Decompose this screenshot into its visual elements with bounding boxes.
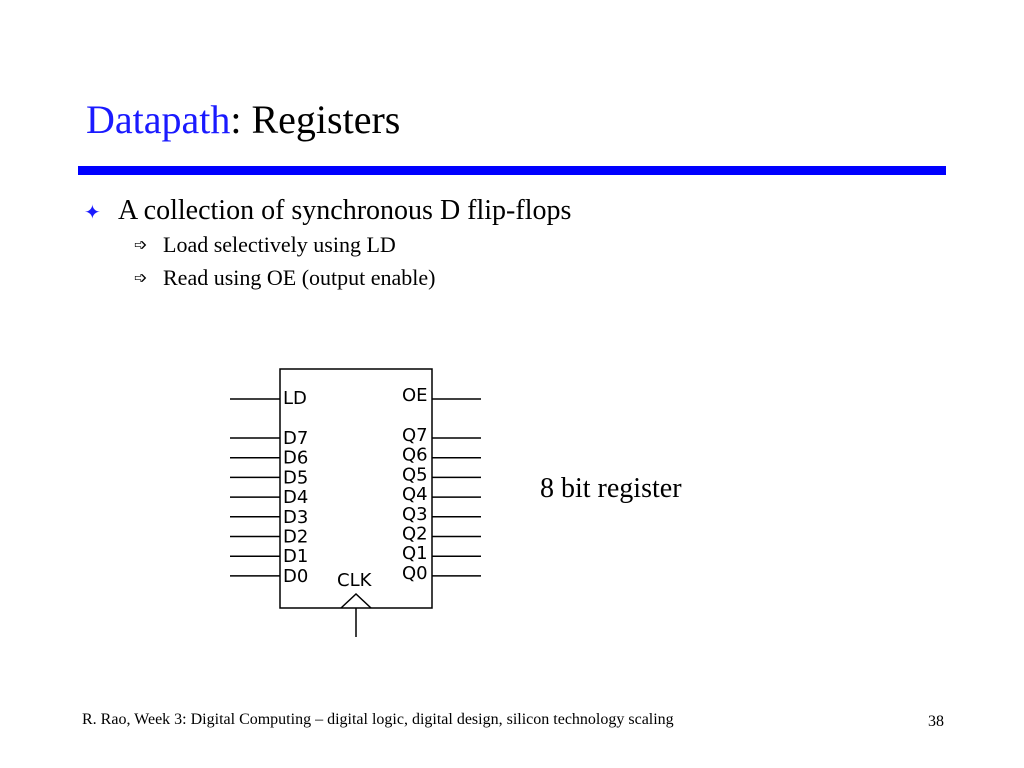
input-pin-label: D7: [283, 428, 308, 449]
input-pin-label: D2: [283, 527, 308, 548]
title-divider: [78, 166, 946, 175]
output-pin-label: Q6: [402, 445, 428, 466]
output-pin-label: Q7: [402, 425, 428, 446]
slide-footer: R. Rao, Week 3: Digital Computing – digi…: [82, 711, 674, 728]
output-pin-label: Q5: [402, 464, 428, 485]
output-pin-label: Q0: [402, 563, 428, 584]
sub-bullet-text: Load selectively using LD: [163, 232, 396, 257]
input-pin-label: D6: [283, 448, 308, 469]
input-pin-label: D5: [283, 467, 308, 488]
ld-label: LD: [283, 388, 307, 409]
page-number: 38: [928, 713, 944, 730]
arrow-right-icon: ➩: [134, 235, 148, 254]
title-accent: Datapath: [86, 97, 231, 142]
four-point-star-icon: ✦: [84, 200, 101, 224]
clk-label: CLK: [337, 570, 373, 591]
input-pin-label: D4: [283, 487, 308, 508]
input-pin-label: D0: [283, 566, 308, 587]
oe-label: OE: [402, 385, 428, 406]
clock-triangle-icon: [340, 592, 372, 609]
title-rest: : Registers: [230, 97, 401, 142]
sub-bullet-item: ➩ Load selectively using LD: [86, 228, 571, 261]
input-pin-label: D3: [283, 507, 308, 528]
arrow-right-icon: ➩: [134, 268, 148, 287]
bullet-item: ✦ A collection of synchronous D flip-flo…: [84, 194, 572, 228]
output-pin-label: Q4: [402, 484, 428, 505]
input-pin-label: D1: [283, 546, 308, 567]
bullet-text: A collection of synchronous D flip-flops: [118, 195, 572, 226]
output-pin-label: Q3: [402, 504, 428, 525]
diagram-caption: 8 bit register: [540, 473, 682, 504]
slide-title: Datapath: Registers: [86, 96, 400, 144]
output-pin-label: Q2: [402, 524, 428, 545]
bullet-list: ✦ A collection of synchronous D flip-flo…: [84, 194, 572, 294]
sub-bullet-text: Read using OE (output enable): [163, 265, 436, 290]
output-pin-label: Q1: [402, 543, 428, 564]
sub-bullet-item: ➩ Read using OE (output enable): [86, 261, 571, 294]
